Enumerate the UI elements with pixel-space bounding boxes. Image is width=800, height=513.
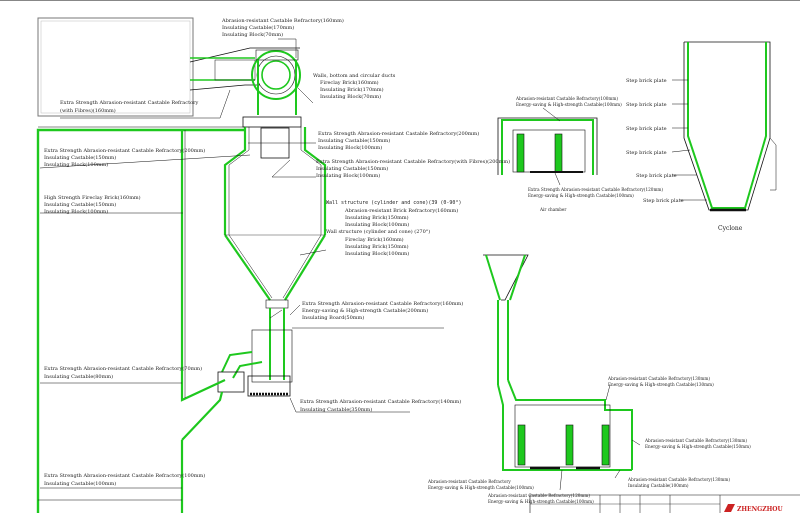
label-left-mid-1: Extra Strength Abrasion-resistant Castab… (44, 365, 202, 372)
dipleg-loop-seal (217, 308, 293, 397)
label-left-bottom-1: Extra Strength Abrasion-resistant Castab… (44, 472, 205, 479)
furnace-walls (36, 126, 245, 513)
label-wall-cyl-2: Abrasion-resistant Brick Refractory(160m… (344, 207, 458, 214)
cyclone-body (223, 116, 327, 309)
label-cone-bottom-2: Energy-saving & High-strength Castable(2… (302, 307, 428, 314)
title-block: ZHENGZHOU (529, 494, 800, 513)
label-wall-cyl-5: Wall structure (cylinder and cone) (270°… (326, 228, 430, 235)
label-wall-cyl-7: Insulating Brick(150mm) (345, 243, 409, 250)
label-box-bottom-1: Extra Strength Abrasion-resistant Castab… (528, 187, 663, 192)
label-left-fireclay-2: Insulating Castable(150mm) (44, 201, 116, 208)
circular-duct (251, 49, 301, 115)
label-cone-bottom-1: Extra Strength Abrasion-resistant Castab… (302, 300, 463, 307)
upper-chamber (37, 17, 194, 117)
label-left-duct-1: Extra Strength Abrasion-resistant Castab… (60, 100, 198, 106)
label-walls-duct-1: Walls, bottom and circular ducts (313, 73, 396, 79)
label-left-duct-2: (with Fibres)(160mm) (60, 107, 116, 114)
label-left-bottom-2: Insulating Castable(100mm) (44, 480, 116, 487)
horizontal-duct (189, 47, 300, 91)
label-lower-bot-center-2: Energy-saving & High-strength Castable(1… (488, 499, 594, 504)
upper-chamber-inner (40, 20, 191, 114)
label-step-4: Step brick plate (626, 150, 667, 156)
label-step-6: Step brick plate (643, 198, 684, 204)
label-wall-cyl-8: Insulating Block(100mm) (345, 250, 409, 257)
label-roof-fibres-3: Insulating Block(100mm) (316, 172, 380, 179)
label-duct-top-1: Abrasion-resistant Castable Refractory(1… (221, 17, 344, 24)
label-wall-cyl-1: Wall structure (cylinder and cone)(39 (0… (326, 200, 461, 206)
label-lower-right-mid-2: Energy-saving & High-strength Castable(1… (645, 444, 751, 449)
label-step-5: Step brick plate (636, 173, 677, 179)
label-roof-fibres-1: Extra Strength Abrasion-resistant Castab… (316, 158, 510, 165)
label-roof-top-2: Insulating Castable(150mm) (318, 137, 390, 144)
label-duct-top-2: Insulating Castable(170mm) (222, 24, 294, 31)
label-step-2: Step brick plate (626, 102, 667, 108)
label-lower-right-bot-1: Abrasion-resistant Castable Refractory(1… (627, 477, 730, 482)
logo-text: ZHENGZHOU (737, 506, 784, 513)
label-box-top-2: Energy-saving & High-strength Castable(1… (516, 102, 622, 107)
label-step-3: Step brick plate (626, 126, 667, 132)
caption-cyclone: Cyclone (718, 225, 743, 232)
label-lower-right-top-2: Energy-saving & High-strength Castable(1… (608, 382, 714, 387)
logo-icon (724, 504, 735, 512)
leader-lines (39, 38, 444, 489)
lower-detail (483, 254, 641, 491)
label-left-mid-2: Insulating Castable(80mm) (44, 373, 113, 380)
label-walls-duct-2: Fireclay Brick(160mm) (320, 79, 379, 86)
label-box-top-1: Abrasion-resistant Castable Refractory(1… (515, 96, 618, 101)
label-walls-duct-4: Insulating Block(70mm) (320, 93, 381, 100)
label-step-1: Step brick plate (626, 78, 667, 84)
label-wall-cyl-3: Insulating Brick(150mm) (345, 214, 409, 221)
label-left-fireclay-1: High Strength Fireclay Brick(160mm) (44, 194, 141, 201)
label-box-bottom-2: Energy-saving & High-strength Castable(1… (528, 193, 634, 198)
label-lower-right-top-1: Abrasion-resistant Castable Refractory(1… (607, 376, 710, 381)
caption-air-chamber: Air chamber (539, 207, 566, 212)
label-lower-left-bot-2: Energy-saving & High-strength Castable(1… (428, 485, 534, 490)
label-roof-top-3: Insulating Block(100mm) (318, 144, 382, 151)
label-left-wall-top-1: Extra Strength Abrasion-resistant Castab… (44, 147, 205, 154)
label-left-wall-top-3: Insulating Block(100mm) (44, 161, 108, 168)
label-walls-duct-3: Insulating Brick(170mm) (320, 86, 384, 93)
cyclone-detail (671, 41, 777, 212)
label-wall-cyl-6: Fireclay Brick(160mm) (345, 236, 404, 243)
label-cone-bottom-3: Insulating Board(50mm) (302, 314, 364, 321)
air-chamber-detail (497, 107, 598, 186)
label-loop-seal-2: Insulating Castable(350mm) (300, 406, 372, 413)
label-loop-seal-1: Extra Strength Abrasion-resistant Castab… (300, 398, 461, 405)
label-lower-right-bot-2: Insulating Castable(100mm) (628, 483, 689, 488)
label-lower-bot-center-1: Abrasion-resistant Castable Refractory(1… (487, 493, 590, 498)
label-left-wall-top-2: Insulating Castable(150mm) (44, 154, 116, 161)
label-roof-top-1: Extra Strength Abrasion-resistant Castab… (318, 130, 479, 137)
label-roof-fibres-2: Insulating Castable(150mm) (316, 165, 388, 172)
label-wall-cyl-4: Insulating Block(100mm) (345, 221, 409, 228)
label-left-fireclay-3: Insulating Block(100mm) (44, 208, 108, 215)
label-duct-top-3: Insulating Block(70mm) (222, 31, 283, 38)
label-lower-right-mid-1: Abrasion-resistant Castable Refractory(1… (644, 438, 747, 443)
label-lower-left-bot-1: Abrasion-resistant Castable Refractory (427, 479, 511, 484)
